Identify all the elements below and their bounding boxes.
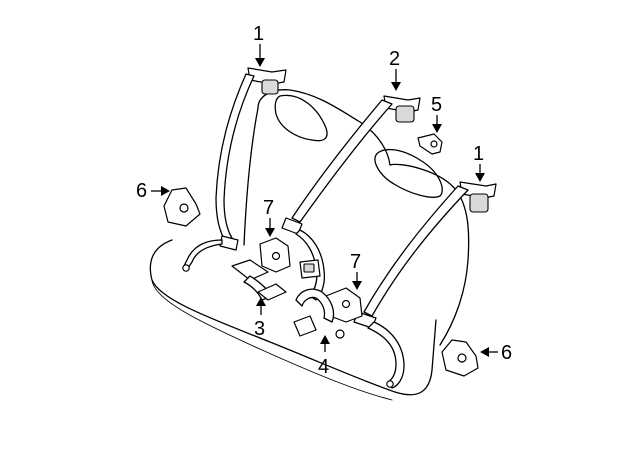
part-3-buckle bbox=[231, 259, 287, 301]
callout-1-top-left: 1 bbox=[253, 23, 265, 67]
svg-text:3: 3 bbox=[254, 318, 265, 340]
callout-1-right: 1 bbox=[473, 143, 485, 182]
center-belt bbox=[281, 95, 421, 301]
part-4-buckle bbox=[293, 288, 345, 339]
left-outer-belt bbox=[182, 67, 287, 272]
part-7-left-bracket bbox=[259, 237, 291, 273]
svg-text:2: 2 bbox=[389, 48, 400, 70]
svg-text:5: 5 bbox=[431, 94, 442, 116]
callout-7-left: 7 bbox=[263, 197, 275, 237]
part-6-left-anchor bbox=[163, 187, 201, 227]
svg-text:6: 6 bbox=[501, 342, 512, 364]
callout-6-left: 6 bbox=[136, 180, 170, 202]
callout-4: 4 bbox=[318, 335, 330, 378]
svg-text:6: 6 bbox=[136, 180, 147, 202]
svg-text:4: 4 bbox=[318, 356, 329, 378]
callout-3: 3 bbox=[254, 297, 266, 340]
callout-5: 5 bbox=[431, 94, 442, 133]
part-5-bracket bbox=[417, 133, 443, 155]
svg-text:1: 1 bbox=[253, 23, 264, 45]
svg-text:7: 7 bbox=[263, 197, 274, 219]
svg-text:7: 7 bbox=[350, 251, 361, 273]
callout-7-right: 7 bbox=[350, 251, 362, 290]
callout-2: 2 bbox=[389, 48, 401, 91]
seat-cushion bbox=[149, 239, 437, 401]
svg-text:1: 1 bbox=[473, 143, 484, 165]
part-6-right-anchor bbox=[441, 339, 479, 377]
callout-6-right: 6 bbox=[480, 342, 512, 364]
part-7-right-bracket bbox=[325, 287, 363, 323]
